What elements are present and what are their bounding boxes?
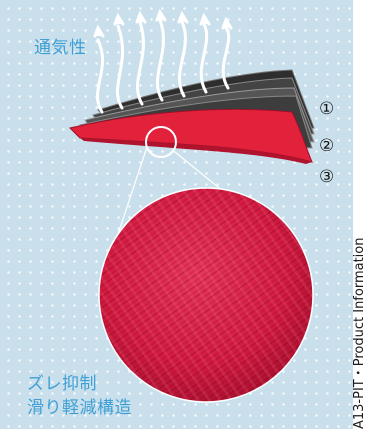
product-info-caption: A13-PIT・Product Information bbox=[352, 237, 367, 429]
layer-marker-2: ② bbox=[319, 136, 335, 156]
layer-marker-1: ① bbox=[319, 99, 335, 119]
breathability-label: 通気性 bbox=[34, 38, 87, 58]
slip-label-line1: ズレ抑制 bbox=[27, 374, 97, 394]
slip-label-line2: 滑り軽減構造 bbox=[27, 398, 132, 418]
fabric-closeup bbox=[98, 187, 314, 403]
layer-marker-3: ③ bbox=[319, 167, 335, 187]
airflow-arrows-icon bbox=[93, 8, 233, 114]
layer-3-fabric bbox=[69, 108, 313, 164]
magnifier-lens-icon bbox=[145, 126, 177, 158]
